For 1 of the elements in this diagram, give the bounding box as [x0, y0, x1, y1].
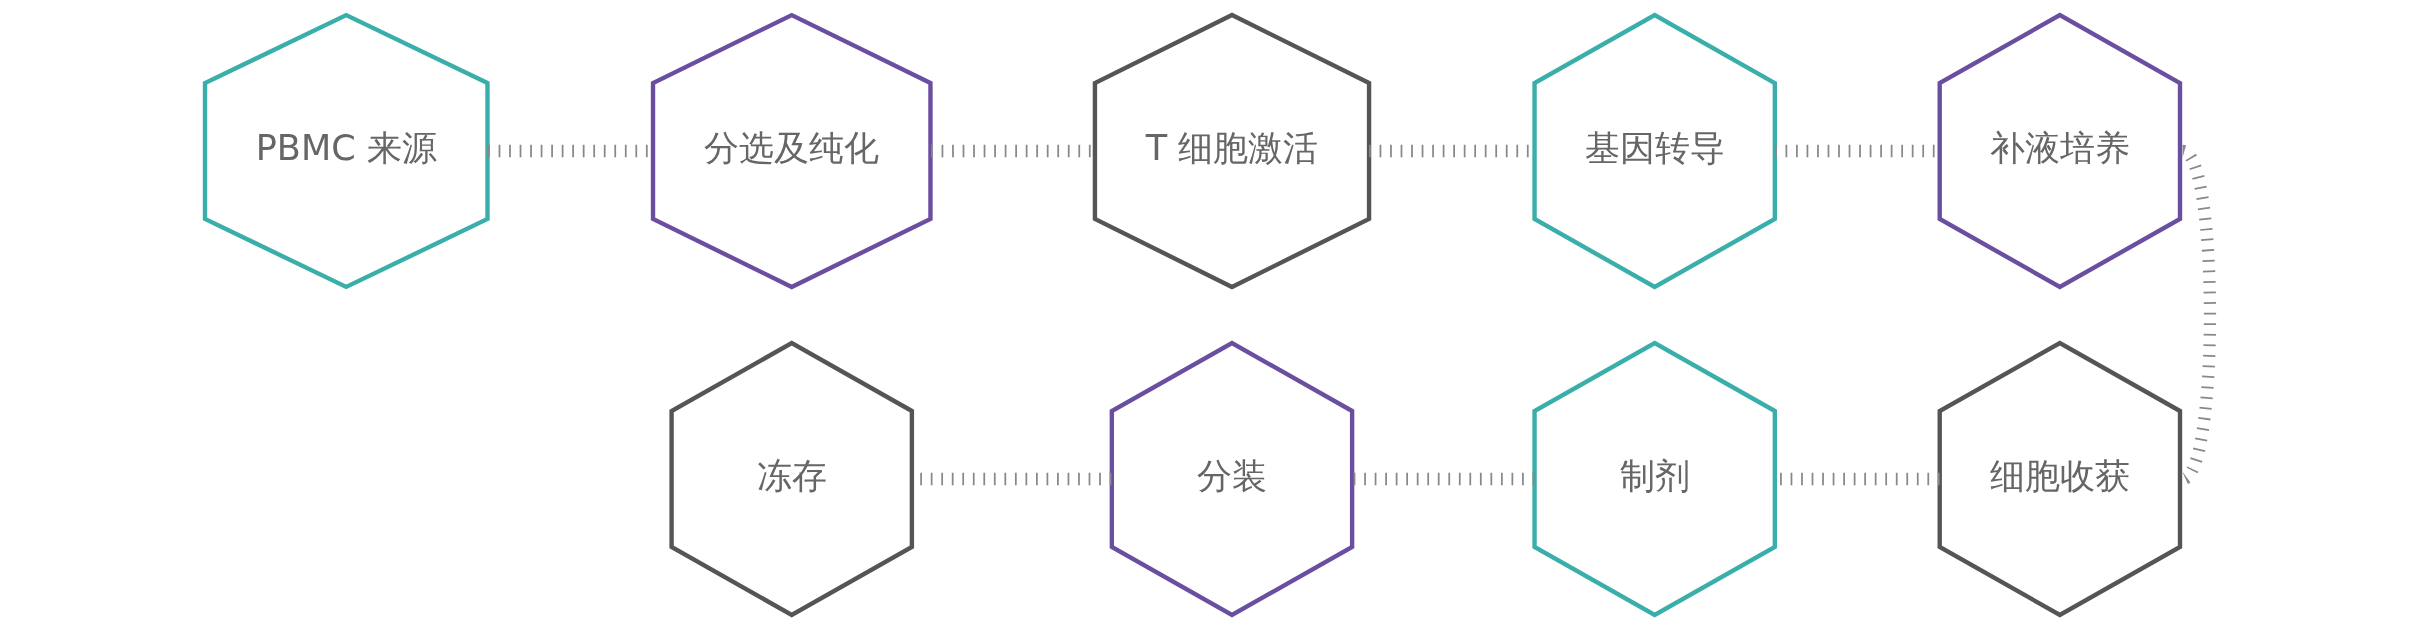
connector	[1352, 472, 1534, 486]
